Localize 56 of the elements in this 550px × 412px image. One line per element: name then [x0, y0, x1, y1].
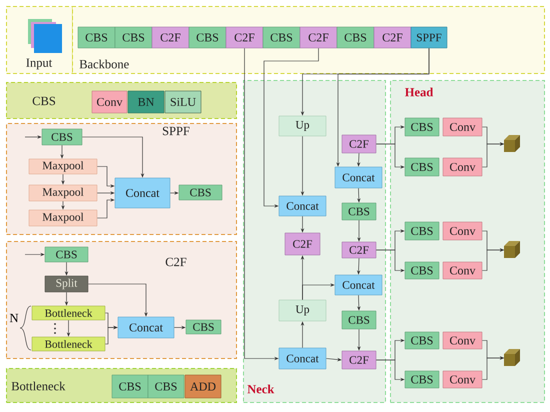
layer-block: Conv [442, 332, 482, 350]
layer-block: Conv [442, 370, 482, 388]
layer-block: C2F [284, 232, 320, 256]
layer-block: Maxpool [28, 184, 98, 202]
layer-block: CBS [112, 374, 148, 398]
layer-block: Concat [114, 178, 170, 208]
layer-block: CBS [404, 262, 440, 280]
layer-block: CBS [404, 118, 440, 136]
layer-block: CBS [404, 332, 440, 350]
layer-block: CBS [342, 310, 376, 330]
layer-block: Up [278, 116, 326, 136]
bracket-label: N [10, 314, 18, 322]
layer-block: Concat [278, 196, 326, 216]
layer-block: CBS [78, 26, 116, 48]
layer-block: CBS [114, 26, 152, 48]
layer-block: C2F [226, 26, 264, 48]
layer-block: CBS [42, 128, 82, 146]
layer-block: CBS [188, 26, 226, 48]
layer-block: CBS [336, 26, 374, 48]
layer-block: Conv [442, 262, 482, 280]
layer-block: CBS [404, 222, 440, 240]
layer-block: CBS [44, 246, 88, 262]
layer-block: C2F [342, 134, 376, 154]
layer-block: Concat [334, 274, 382, 296]
layer-block: Bottleneck [32, 336, 106, 352]
layer-block: Conv [92, 90, 128, 114]
cube-icon [504, 135, 520, 152]
layer-block: Split [44, 276, 88, 292]
layer-block: C2F [152, 26, 190, 48]
layer-block: CBS [404, 158, 440, 176]
layer-block: SiLU [164, 90, 202, 114]
layer-block: Maxpool [28, 210, 98, 226]
layer-block: CBS [404, 370, 440, 388]
layer-block: SPPF [410, 26, 448, 48]
layer-block: Conv [442, 222, 482, 240]
layer-block: CBS [148, 374, 184, 398]
cube-icon [504, 349, 520, 366]
layer-block: CBS [262, 26, 300, 48]
layer-block: CBS [186, 320, 222, 334]
layer-block: C2F [342, 242, 376, 258]
cube-icon [504, 241, 520, 258]
layer-block: Concat [334, 166, 382, 188]
layer-block: Maxpool [28, 158, 98, 174]
layer-block: C2F [342, 350, 376, 370]
layer-block: C2F [374, 26, 412, 48]
layer-block: CBS [342, 202, 376, 220]
layer-block: ADD [184, 374, 222, 398]
layer-block: Concat [278, 348, 326, 370]
layer-block: CBS [178, 184, 222, 200]
layer-block: Bottleneck [32, 306, 106, 320]
layer-block: BN [128, 90, 164, 114]
layer-block: Concat [118, 316, 174, 338]
layer-block: Conv [442, 118, 482, 136]
layer-block: Up [278, 300, 326, 322]
layer-block: Conv [442, 158, 482, 176]
layer-block: C2F [300, 26, 338, 48]
